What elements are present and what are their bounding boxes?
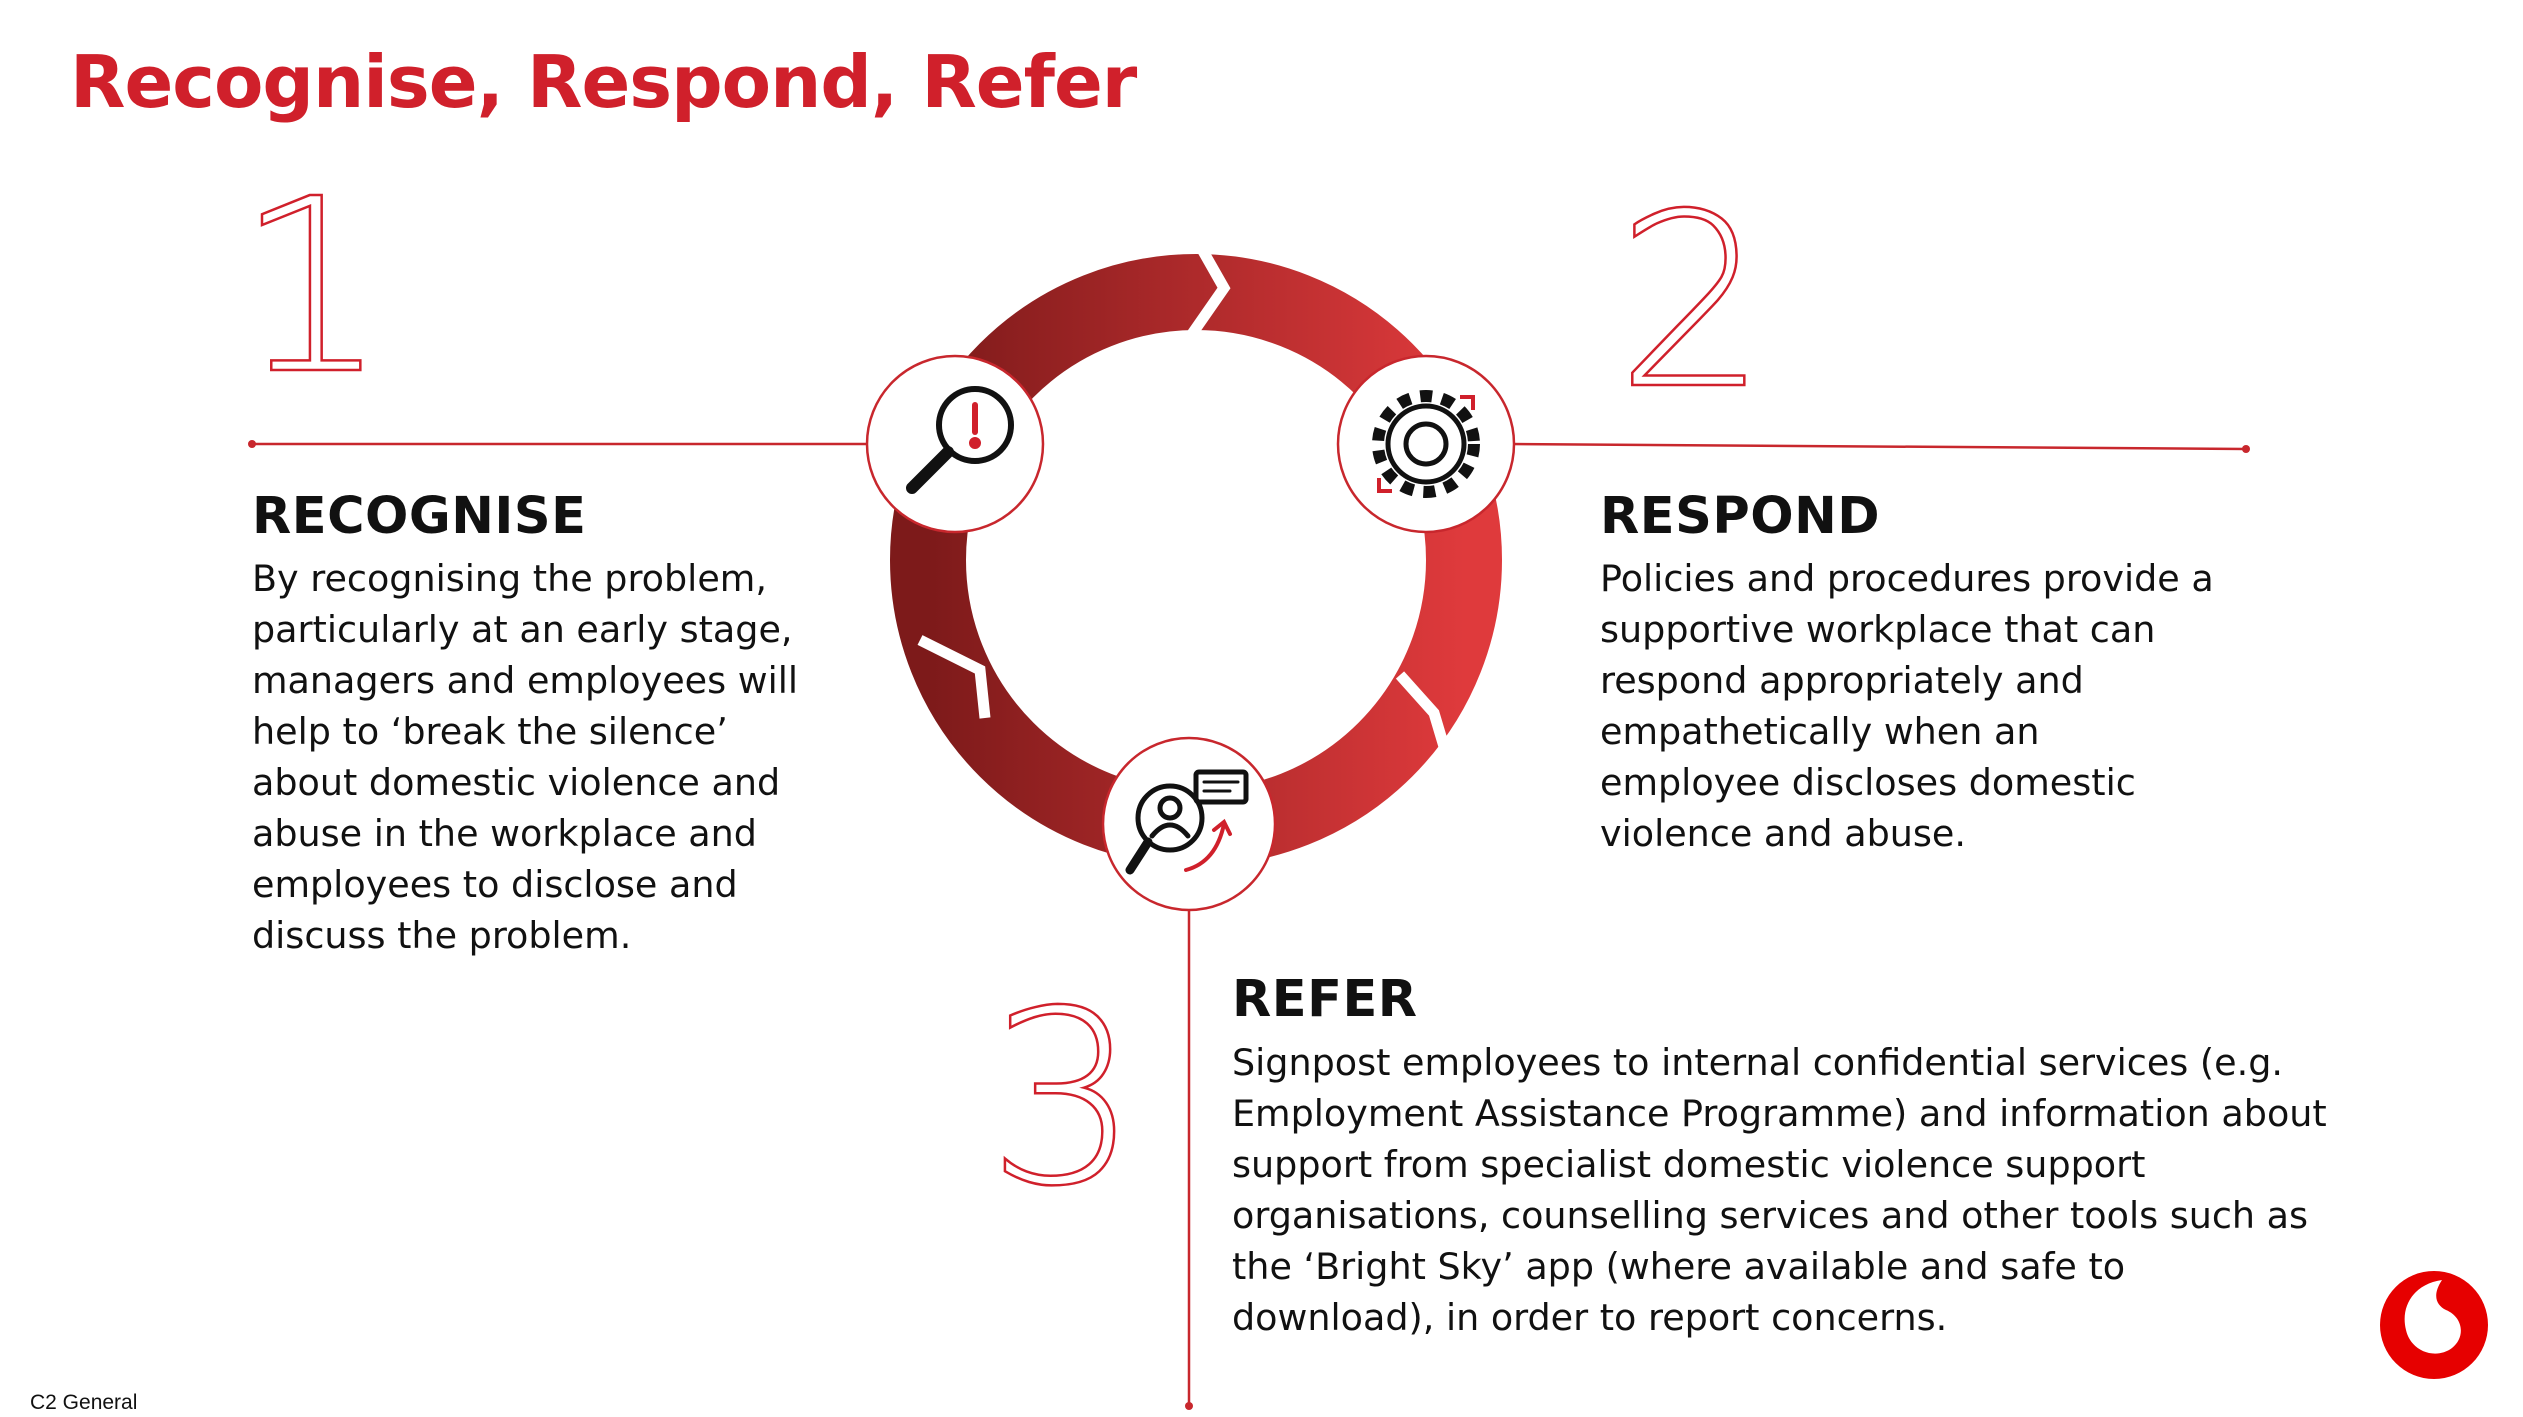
connector-dots xyxy=(248,440,2250,1410)
person-search-refer-icon xyxy=(1125,769,1249,875)
respond-heading: RESPOND xyxy=(1600,487,1881,546)
step-1-number: 1 xyxy=(236,147,389,427)
refer-icon-bubble xyxy=(1101,736,1277,912)
refer-heading: REFER xyxy=(1232,970,1418,1029)
connector-lines xyxy=(250,442,2247,1407)
gear-cycle-icon xyxy=(1372,390,1480,498)
ring-chevrons xyxy=(917,241,1454,762)
respond-icon-bubble xyxy=(1336,354,1516,534)
vodafone-logo-icon xyxy=(2380,1271,2488,1379)
refer-body: Signpost employees to internal confident… xyxy=(1232,1041,2327,1339)
step-2-number: 2 xyxy=(1616,162,1769,442)
step-3-number: 3 xyxy=(987,959,1140,1239)
respond-body: Policies and procedures provide a suppor… xyxy=(1600,557,2214,855)
recognise-icon-bubble xyxy=(865,354,1045,534)
classification-footer: C2 General xyxy=(30,1391,138,1414)
recognise-heading: RECOGNISE xyxy=(252,487,587,546)
page-title: Recognise, Respond, Refer xyxy=(70,40,1137,124)
magnifier-alert-icon xyxy=(906,386,1014,494)
recognise-body: By recognising the problem, particularly… xyxy=(252,557,799,957)
